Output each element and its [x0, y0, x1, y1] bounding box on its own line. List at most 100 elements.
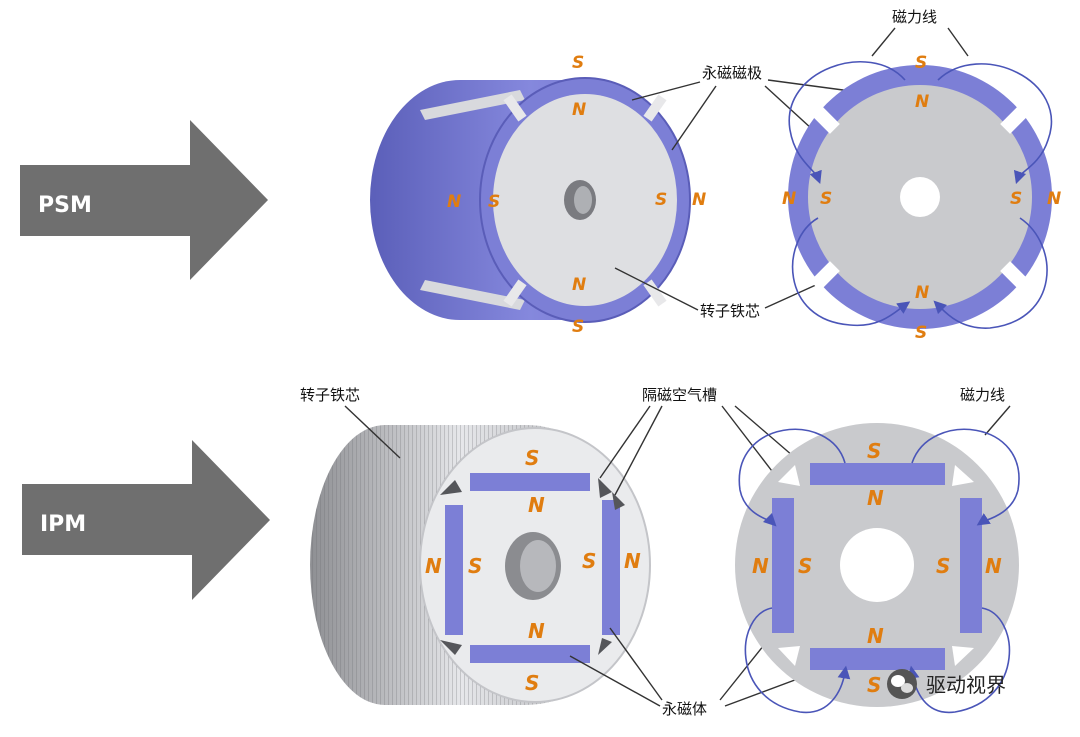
psm2d-gap-tl	[810, 104, 840, 134]
psm2d-pole-right-inner: S	[1010, 189, 1022, 209]
ipm2d-slot-tr	[952, 465, 974, 486]
ipm2d-magnet-bottom	[810, 648, 945, 670]
ipm3d-slot-br	[598, 638, 612, 655]
ipm3d-slot-tl	[440, 480, 462, 495]
psm2d-gap-bl	[810, 261, 840, 291]
ipm2d-pole-top-outer: S	[867, 439, 881, 463]
ipm-arrow-label: IPM	[40, 512, 86, 537]
ipm3d-magnet-bottom	[470, 645, 590, 663]
ipm3d-pole-right-outer: N	[624, 549, 641, 573]
psm2d-flux-tr	[937, 63, 1053, 185]
psm-slot-top	[420, 90, 525, 120]
psm2d-flux-tl	[788, 61, 906, 184]
psm-leader-core-1	[614, 267, 699, 311]
psm2d-pole-top-outer: S	[915, 53, 927, 73]
ipm3d-slot-tr	[598, 478, 612, 498]
psm-arrow: PSM	[20, 120, 268, 280]
ipm-leader-slot-3	[721, 405, 776, 476]
ipm2d-pole-left-inner: S	[798, 554, 812, 578]
ipm-label-rotor-core: 转子铁芯	[300, 386, 360, 404]
psm2d-pole-right-outer: N	[1047, 189, 1061, 209]
ipm2d-pole-bottom-inner: N	[867, 624, 884, 648]
ipm2d-pole-top-inner: N	[867, 486, 884, 510]
ipm-arrow: IPM	[22, 440, 270, 600]
psm-leader-flux-1	[871, 27, 896, 57]
ipm2d-flux-br	[906, 607, 1011, 714]
psm3d-pole-bottom-inner: N	[572, 275, 586, 295]
psm2d-pole-top-inner: N	[915, 92, 929, 112]
ipm-label-permanent-magnet: 永磁体	[662, 700, 707, 718]
ipm3d-pole-left-outer: N	[425, 554, 442, 578]
ipm2d-pole-right-inner: S	[936, 554, 950, 578]
ipm-leader-slot-4	[734, 405, 801, 463]
ipm3d-magnet-right	[602, 500, 620, 635]
psm-gap-tl	[503, 94, 527, 122]
ipm2d-pole-bottom-outer: S	[867, 673, 881, 697]
ipm2d-slot-tl	[778, 465, 800, 486]
ipm3d-shaft-hole-inner	[520, 540, 556, 592]
ipm-leader-slot-1	[599, 405, 651, 479]
psm2d-pole-bottom-outer: S	[915, 323, 927, 343]
psm-shaft-hole-inner	[574, 186, 592, 214]
psm3d-pole-right-inner: S	[655, 190, 667, 210]
ipm-leader-magnet-2	[609, 627, 663, 701]
ipm-arrow-shape	[22, 440, 270, 600]
ipm2d-flux-tl	[738, 428, 846, 527]
ipm3d-slot-bl	[440, 640, 462, 655]
psm-leader-magnet-1	[631, 81, 701, 101]
ipm-rotor-3d: S N N S S N N S	[310, 425, 651, 705]
psm3d-pole-left-inner: S	[488, 192, 500, 212]
ipm2d-slot-bl	[778, 646, 800, 666]
ipm2d-magnet-top	[810, 463, 945, 485]
ipm3d-pole-left-inner: S	[468, 554, 482, 578]
ipm2d-flux-bl	[744, 607, 851, 714]
ipm2d-shaft-hole	[840, 528, 914, 602]
ipm-rotor-2d: S N N S S N N S	[735, 423, 1020, 714]
psm2d-flux-bl	[791, 217, 911, 327]
psm-leader-magnet-2	[671, 85, 717, 151]
ipm-label-air-slots: 隔磁空气槽	[642, 386, 717, 404]
ipm2d-flux-tr	[911, 428, 1020, 526]
psm-gap-br	[643, 279, 667, 307]
psm2d-pole-left-outer: N	[782, 189, 796, 209]
psm2d-gap-tr	[1000, 104, 1030, 134]
psm3d-pole-bottom-outer: S	[572, 317, 584, 337]
psm-leader-flux-2	[947, 27, 969, 57]
ipm3d-pole-top-outer: S	[525, 446, 539, 470]
psm3d-pole-top-outer: S	[572, 53, 584, 73]
ipm2d-slot-br	[952, 646, 974, 666]
psm-gap-bl	[503, 279, 527, 307]
psm-arrow-label: PSM	[38, 193, 92, 218]
ipm3d-magnet-top	[470, 473, 590, 491]
psm2d-shaft-hole	[900, 177, 940, 217]
ipm3d-slot-rt	[612, 492, 625, 510]
ipm3d-magnet-left	[445, 505, 463, 635]
ipm-leader-magnet-1	[569, 655, 661, 707]
psm2d-flux-br	[933, 217, 1048, 329]
psm-rotor-2d: S N N S S N N S	[782, 53, 1061, 343]
ipm3d-pole-bottom-outer: S	[525, 671, 539, 695]
psm-arrow-shape	[20, 120, 268, 280]
psm2d-pole-left-inner: S	[820, 189, 832, 209]
psm-label-permanent-magnet-poles: 永磁磁极	[702, 64, 762, 82]
psm3d-pole-right-outer: N	[692, 190, 706, 210]
ipm-leader-flux	[984, 405, 1011, 436]
wechat-icon	[887, 669, 917, 699]
psm-label-flux-lines: 磁力线	[892, 8, 937, 26]
ipm3d-pole-right-inner: S	[582, 549, 596, 573]
psm-label-rotor-core: 转子铁芯	[700, 302, 760, 320]
psm2d-gap-br	[1000, 261, 1030, 291]
psm3d-pole-top-inner: N	[572, 100, 586, 120]
psm-slot-bottom	[420, 280, 525, 310]
watermark-text: 驱动视界	[926, 673, 1006, 697]
ipm2d-pole-left-outer: N	[752, 554, 769, 578]
psm-gap-tr	[643, 94, 667, 122]
psm-rotor-3d: S N N S S N N S	[370, 53, 706, 337]
watermark: 驱动视界	[887, 669, 1006, 699]
ipm-label-flux-lines: 磁力线	[960, 386, 1005, 404]
psm3d-pole-left-outer: N	[447, 192, 461, 212]
ipm-leader-slot-2	[614, 405, 663, 496]
ipm3d-pole-bottom-inner: N	[528, 619, 545, 643]
ipm3d-pole-top-inner: N	[528, 493, 545, 517]
